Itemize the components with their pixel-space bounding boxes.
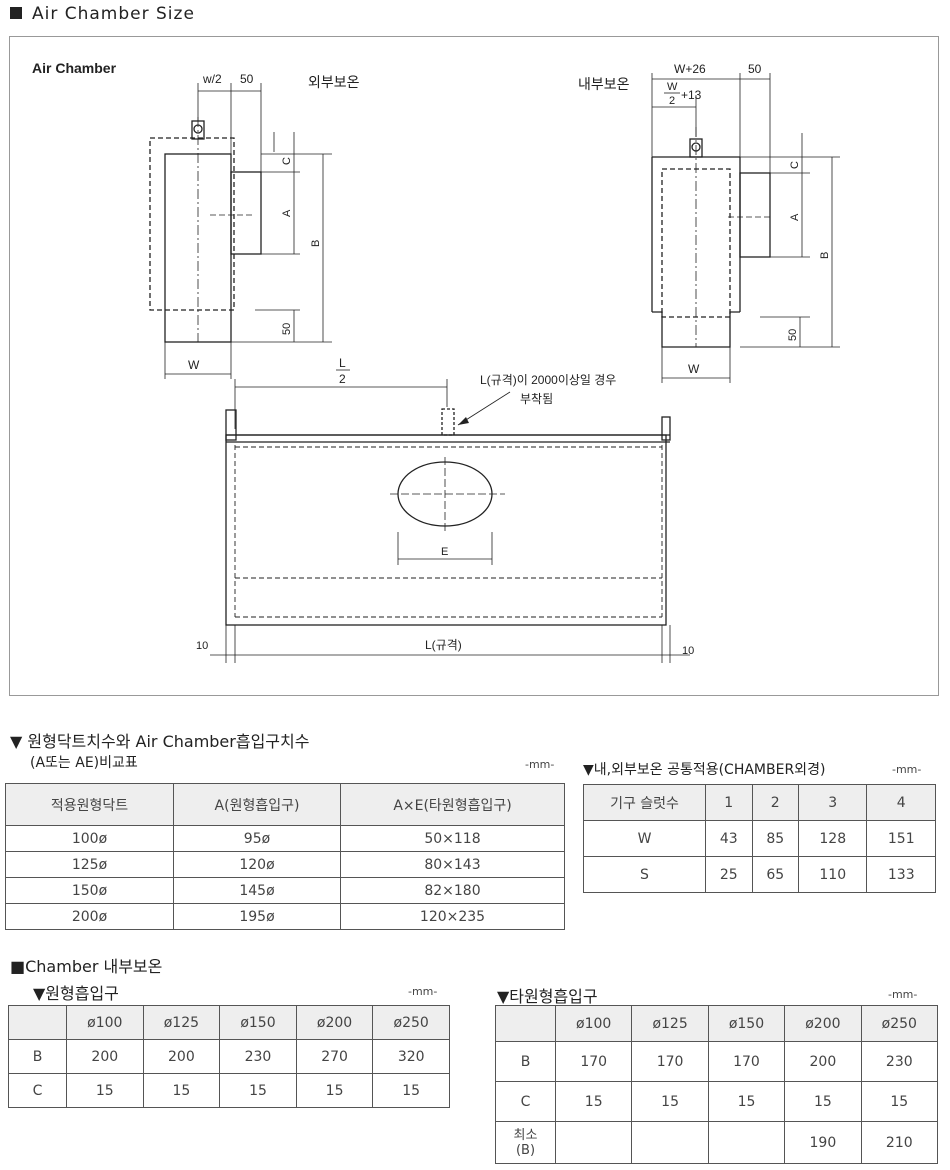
note-line1: L(규격)이 2000이상일 경우 <box>480 373 616 387</box>
table4-unit: -mm- <box>888 988 918 1001</box>
svg-text:E: E <box>441 546 448 558</box>
table3-header: ø125 <box>142 1005 221 1040</box>
svg-text:L(규격): L(규격) <box>425 638 462 652</box>
table4-header: ø150 <box>707 1005 786 1042</box>
svg-text:2: 2 <box>339 372 346 386</box>
square-bullet-icon <box>10 7 22 19</box>
table4-header: ø250 <box>860 1005 939 1042</box>
svg-text:B: B <box>310 240 322 247</box>
technical-drawing: Air Chamber 외부보온 w/2 50 C A B <box>9 36 939 696</box>
table2-unit: -mm- <box>892 763 922 776</box>
svg-text:+13: +13 <box>681 88 702 102</box>
note-line2: 부착됨 <box>520 392 553 406</box>
table4-header: ø100 <box>554 1005 633 1042</box>
table1-header: A(원형흡입구) <box>173 783 341 826</box>
drawing-label: Air Chamber <box>32 60 117 76</box>
svg-text:B: B <box>819 252 831 259</box>
table1-title: ▼ 원형닥트치수와 Air Chamber흡입구치수 <box>10 732 310 751</box>
svg-text:W: W <box>688 362 700 376</box>
table3-header: ø100 <box>66 1005 144 1040</box>
table2-title: ▼내,외부보온 공통적용(CHAMBER외경) <box>583 762 826 778</box>
svg-text:C: C <box>789 161 801 169</box>
table3-header: ø200 <box>295 1005 374 1040</box>
table3-header: ø250 <box>372 1005 450 1040</box>
svg-text:50: 50 <box>748 62 762 76</box>
svg-text:W+26: W+26 <box>674 62 706 76</box>
bottom-view: L 2 L(규격)이 2000이상일 경우 부착됨 E <box>196 356 694 663</box>
page-title: Air Chamber Size <box>10 4 195 24</box>
table2-header: 2 <box>751 784 799 821</box>
table2-header: 4 <box>866 784 936 821</box>
table4-header: ø125 <box>631 1005 709 1042</box>
table2-header: 3 <box>797 784 868 821</box>
right-view-title: 내부보온 <box>578 76 630 92</box>
svg-text:10: 10 <box>196 640 208 652</box>
svg-text:A: A <box>789 213 801 221</box>
table1-header: 적용원형닥트 <box>5 783 174 826</box>
table1-header: A×E(타원형흡입구) <box>340 783 565 826</box>
svg-text:50: 50 <box>787 329 799 341</box>
svg-text:2: 2 <box>669 95 675 107</box>
table2-header: 기구 슬럿수 <box>583 784 706 821</box>
table4-title: ▼타원형흡입구 <box>497 987 598 1006</box>
table1-subtitle: (A또는 AE)비교표 <box>30 755 138 771</box>
svg-text:50: 50 <box>240 72 254 86</box>
svg-text:50: 50 <box>281 323 293 335</box>
table1-unit: -mm- <box>525 758 555 771</box>
section2-title: ■Chamber 내부보온 <box>10 957 163 976</box>
table3-header: ø150 <box>219 1005 297 1040</box>
table3-title: ▼원형흡입구 <box>33 984 119 1003</box>
left-view-title: 외부보온 <box>308 74 360 90</box>
table4-header: ø200 <box>784 1005 862 1042</box>
svg-text:W: W <box>667 81 678 93</box>
svg-text:10: 10 <box>682 645 694 657</box>
svg-text:L: L <box>339 356 346 370</box>
svg-text:C: C <box>281 157 293 165</box>
table2-header: 1 <box>705 784 753 821</box>
table3-unit: -mm- <box>408 985 438 998</box>
svg-text:w/2: w/2 <box>202 72 222 86</box>
left-view: 외부보온 w/2 50 C A B 50 <box>149 72 360 379</box>
svg-text:A: A <box>281 209 293 217</box>
right-view: 내부보온 W+26 50 W 2 +13 <box>578 62 840 383</box>
svg-text:W: W <box>188 358 200 372</box>
